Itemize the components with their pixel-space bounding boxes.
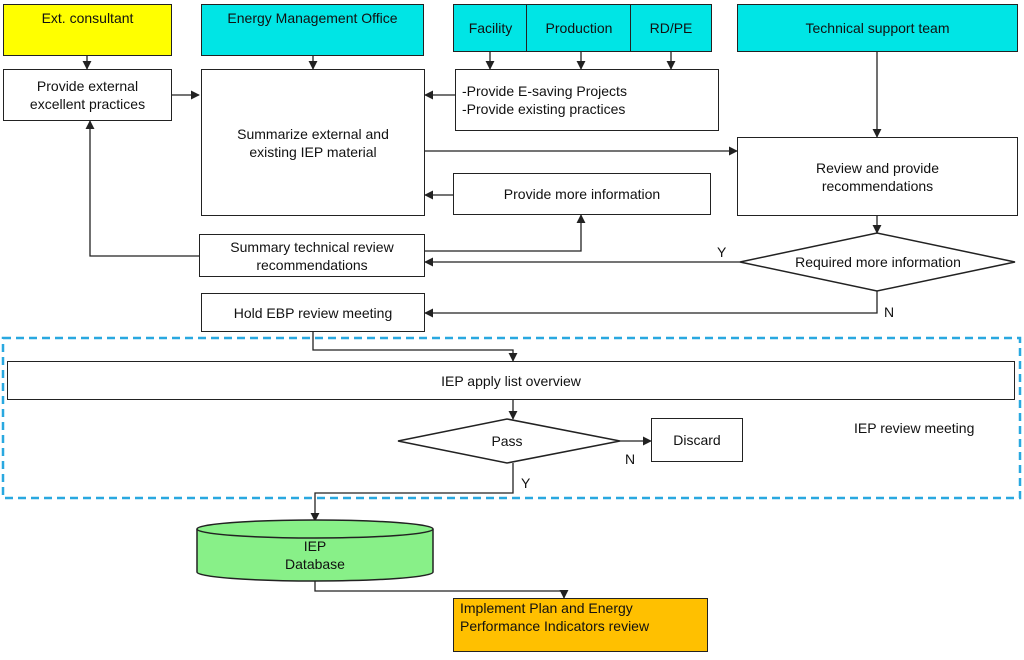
database-label: IEP Database — [200, 537, 430, 573]
energy-office-label: Energy Management Office — [227, 10, 398, 26]
summary-review-box: Summary technical review recommendations — [199, 234, 425, 277]
production-label: Production — [545, 20, 613, 36]
required-info-diamond — [739, 232, 1016, 292]
implement-line1: Implement Plan and Energy — [460, 600, 633, 616]
provide-projects-box: -Provide E-saving Projects -Provide exis… — [455, 69, 719, 131]
pass-diamond — [397, 418, 621, 464]
hold-ebp-label: Hold EBP review meeting — [233, 304, 393, 321]
pass-n-label: N — [625, 451, 636, 467]
provide-external-line2: excellent practices — [29, 96, 146, 112]
summarize-box: Summarize external and existing IEP mate… — [201, 69, 425, 216]
tech-team-label: Technical support team — [805, 20, 950, 36]
discard-box: Discard — [651, 418, 743, 462]
review-line1: Review and provide — [816, 159, 939, 176]
implement-line2: Performance Indicators review — [460, 618, 650, 634]
hold-ebp-box: Hold EBP review meeting — [201, 293, 425, 332]
review-line2: recommendations — [821, 177, 934, 194]
provide-external-box: Provide external excellent practices — [3, 69, 172, 121]
ext-consultant-box: Ext. consultant — [3, 4, 172, 56]
arrow-decision-n — [424, 291, 878, 318]
arrow-hold-to-apply — [312, 332, 518, 362]
implement-box: Implement Plan and Energy Performance In… — [453, 598, 708, 652]
pass-label: Pass — [491, 433, 523, 449]
arrow-summary-to-moreinfo — [425, 214, 586, 252]
production-box: Production — [526, 4, 632, 52]
facility-label: Facility — [468, 20, 513, 36]
facility-box: Facility — [453, 4, 528, 52]
summary-review-line2: recommendations — [256, 256, 368, 273]
rdpe-box: RD/PE — [630, 4, 712, 52]
decision-y-label: Y — [717, 244, 727, 260]
provide-external-line1: Provide external — [36, 78, 139, 94]
review-meeting-group-label: IEP review meeting — [854, 420, 975, 436]
rdpe-label: RD/PE — [649, 20, 693, 36]
database-line2: Database — [285, 556, 345, 572]
required-info-label: Required more information — [795, 254, 961, 270]
summarize-line1: Summarize external and — [237, 125, 389, 142]
ext-consultant-label: Ext. consultant — [41, 10, 134, 26]
more-info-box: Provide more information — [453, 173, 711, 215]
discard-label: Discard — [673, 432, 721, 448]
summary-review-line1: Summary technical review — [230, 238, 394, 255]
apply-list-label: IEP apply list overview — [441, 372, 581, 389]
iep-review-meeting-group — [1, 336, 1022, 500]
decision-n-label: N — [884, 304, 895, 320]
arrow-pass-to-database — [310, 463, 514, 522]
energy-office-box: Energy Management Office — [201, 4, 424, 56]
database-line1: IEP — [303, 538, 327, 554]
arrow-database-to-implement — [314, 580, 569, 599]
provide-projects-line2: -Provide existing practices — [462, 101, 626, 117]
more-info-label: Provide more information — [503, 186, 661, 202]
review-box: Review and provide recommendations — [737, 137, 1018, 216]
summarize-line2: existing IEP material — [249, 143, 377, 160]
apply-list-box: IEP apply list overview — [7, 361, 1015, 400]
arrow-summary-to-provide — [85, 120, 199, 257]
iep-database-cylinder — [196, 519, 434, 582]
provide-projects-line1: -Provide E-saving Projects — [462, 83, 627, 99]
tech-team-box: Technical support team — [737, 4, 1018, 52]
pass-y-label: Y — [521, 475, 531, 491]
